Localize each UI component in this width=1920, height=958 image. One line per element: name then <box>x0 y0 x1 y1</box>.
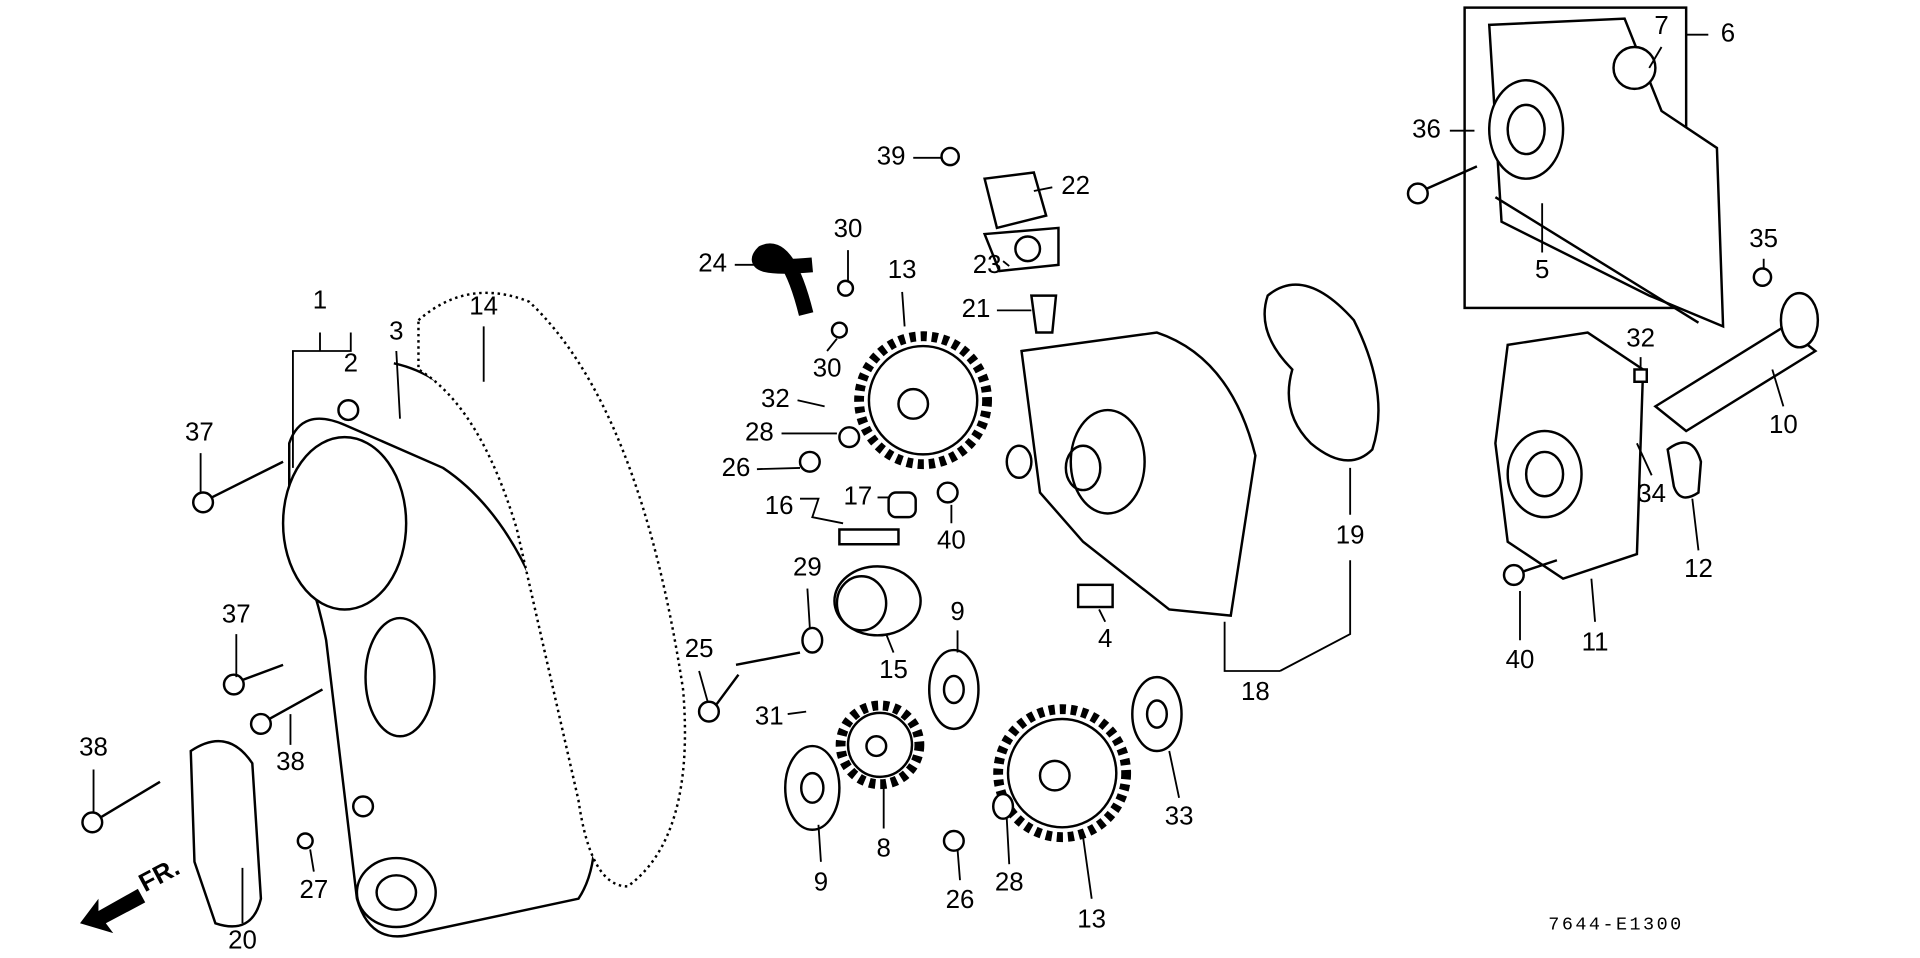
callout-17: 17 <box>843 482 872 510</box>
callout-33: 33 <box>1165 802 1194 830</box>
callout-13: 13 <box>1077 906 1106 934</box>
gears <box>784 331 1183 852</box>
callout-10: 10 <box>1769 411 1798 439</box>
callout-9: 9 <box>814 869 828 897</box>
callout-39: 39 <box>877 143 906 171</box>
callout-40: 40 <box>937 527 966 555</box>
callout-6: 6 <box>1721 20 1735 48</box>
o-ring-19 <box>1263 283 1380 462</box>
callout-22: 22 <box>1061 172 1090 200</box>
callout-2: 2 <box>344 349 358 377</box>
callout-37: 37 <box>185 418 214 446</box>
callout-3: 3 <box>389 317 403 345</box>
callout-19: 19 <box>1336 522 1365 550</box>
callout-12: 12 <box>1684 555 1713 583</box>
callout-4: 4 <box>1098 625 1112 653</box>
callout-35: 35 <box>1749 225 1778 253</box>
cam-holder <box>1494 331 1703 587</box>
callout-9: 9 <box>950 598 964 626</box>
leader-lines <box>92 33 1785 924</box>
callout-29: 29 <box>793 554 822 582</box>
callout-26: 26 <box>722 454 751 482</box>
rear-cover <box>1406 6 1725 329</box>
hose-24 <box>751 243 814 316</box>
callout-23: 23 <box>973 251 1002 279</box>
callout-38: 38 <box>276 748 305 776</box>
callouts: 1 2 3 14 37 37 38 38 20 27 25 31 9 8 29 … <box>79 12 1798 954</box>
gasket-20 <box>189 740 263 928</box>
callout-15: 15 <box>879 656 908 684</box>
timing-belt <box>417 291 687 888</box>
callout-31: 31 <box>755 703 784 731</box>
callout-24: 24 <box>698 250 727 278</box>
callout-27: 27 <box>299 876 328 904</box>
callout-18: 18 <box>1241 678 1270 706</box>
callout-5: 5 <box>1535 256 1549 284</box>
callout-13: 13 <box>888 256 917 284</box>
callout-14: 14 <box>469 293 498 321</box>
callout-32: 32 <box>1626 325 1655 353</box>
callout-38: 38 <box>79 733 108 761</box>
callout-28: 28 <box>745 418 774 446</box>
callout-7: 7 <box>1654 12 1668 40</box>
callout-28: 28 <box>995 869 1024 897</box>
camshaft <box>1653 267 1820 433</box>
callout-8: 8 <box>877 834 891 862</box>
callout-21: 21 <box>962 295 991 323</box>
callout-30: 30 <box>834 215 863 243</box>
callout-26: 26 <box>946 886 975 914</box>
callout-36: 36 <box>1412 116 1441 144</box>
fr-label: FR. <box>135 853 185 897</box>
bolts <box>81 399 801 850</box>
callout-11: 11 <box>1582 629 1609 657</box>
callout-34: 34 <box>1637 480 1666 508</box>
callout-37: 37 <box>222 600 251 628</box>
front-direction-arrow: FR. <box>80 853 185 934</box>
callout-32: 32 <box>761 385 790 413</box>
callout-16: 16 <box>765 492 794 520</box>
callout-30: 30 <box>813 354 842 382</box>
callout-1: 1 <box>313 287 327 315</box>
timing-cover <box>281 362 597 938</box>
water-pump-housing <box>1005 331 1257 617</box>
callout-40: 40 <box>1506 646 1535 674</box>
callout-20: 20 <box>228 927 257 955</box>
water-outlet <box>830 146 1060 339</box>
callout-25: 25 <box>685 635 714 663</box>
diagram-code: 7644-E1300 <box>1548 914 1683 935</box>
